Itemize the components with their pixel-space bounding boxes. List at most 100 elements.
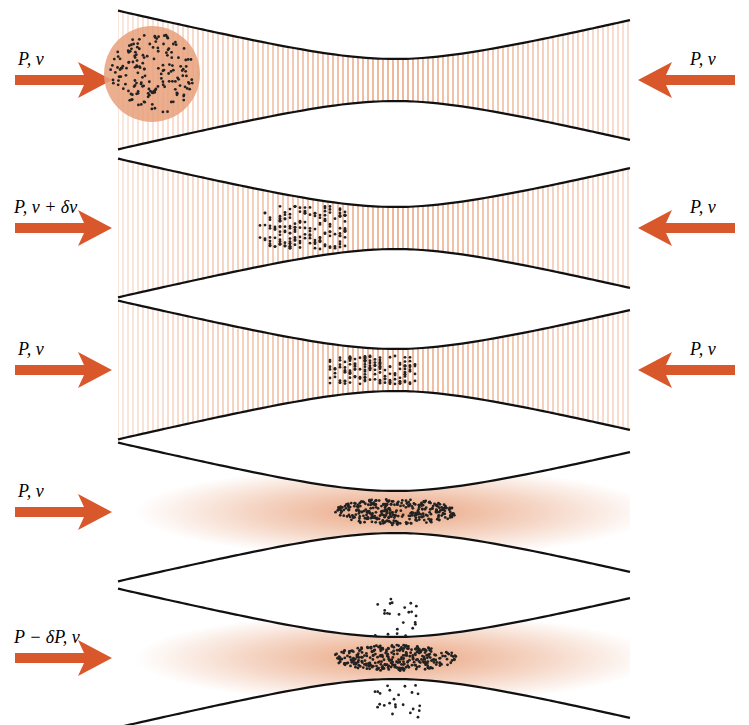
atom-dot [117, 79, 120, 82]
atom-dot [279, 243, 282, 246]
atom-dot [351, 658, 354, 661]
standing-wave-fringe [452, 0, 454, 160]
atom-dot [404, 368, 407, 371]
atom-dot [140, 103, 143, 106]
atom-dot [397, 658, 400, 661]
laser-arrow [638, 210, 735, 246]
atom-dot [168, 80, 171, 83]
standing-wave-fringe [587, 148, 589, 308]
atom-dot [319, 223, 322, 226]
standing-wave-fringe [442, 0, 444, 160]
standing-wave-fringe [282, 290, 284, 450]
atom-dot [394, 372, 397, 375]
standing-wave-fringe [382, 148, 384, 308]
atom-dot [269, 227, 272, 230]
standing-wave-fringe [327, 0, 329, 160]
atom-dot [441, 655, 444, 658]
atom-dot [376, 603, 379, 606]
atom-dot [121, 67, 124, 70]
atom-dot [314, 239, 317, 242]
atom-dot [414, 503, 417, 506]
standing-wave-fringe [282, 0, 284, 160]
atom-dot [414, 514, 417, 517]
standing-wave-fringe [557, 0, 559, 160]
atom-dot [166, 54, 169, 57]
atom-dot [434, 654, 437, 657]
atom-dot [339, 243, 342, 246]
standing-wave-fringe [202, 290, 204, 450]
standing-wave-fringe [447, 148, 449, 308]
atom-dot [409, 498, 412, 501]
standing-wave-fringe [132, 290, 134, 450]
atom-dot [399, 522, 402, 525]
atom-dot [117, 55, 120, 58]
standing-wave-fringe [297, 0, 299, 160]
standing-wave-fringe [557, 148, 559, 308]
atom-dot [374, 521, 377, 524]
atom-dot [156, 47, 159, 50]
standing-wave-fringe [562, 290, 564, 450]
standing-wave-fringe [242, 148, 244, 308]
atom-dot [364, 356, 367, 359]
atom-dot [279, 243, 282, 246]
atom-dot [339, 379, 342, 382]
atom-dot [157, 85, 160, 88]
atom-dot [369, 378, 372, 381]
atom-dot [435, 510, 438, 513]
atom-dot [339, 227, 342, 230]
atom-dot [383, 612, 386, 615]
standing-wave-fringe [452, 148, 454, 308]
standing-wave-fringe [497, 290, 499, 450]
atom-dot [374, 690, 377, 693]
atom-dot [442, 512, 445, 515]
atom-dot [364, 355, 367, 358]
atom-dot [376, 516, 379, 519]
standing-wave-fringe [207, 290, 209, 450]
atom-dot [181, 74, 184, 77]
atom-dot [344, 214, 347, 217]
atom-dot [339, 240, 342, 243]
atom-dot [170, 51, 173, 54]
atom-dot [374, 661, 377, 664]
standing-wave-fringe [417, 0, 419, 160]
standing-wave-fringe [567, 0, 569, 160]
standing-wave-fringe [237, 148, 239, 308]
atom-dot [339, 214, 342, 217]
atom-dot [418, 704, 421, 707]
atom-dot [374, 358, 377, 361]
atom-dot [383, 510, 386, 513]
atom-dot [117, 83, 120, 86]
standing-wave-fringe [157, 148, 159, 308]
atom-dot [448, 507, 451, 510]
atom-dot [294, 243, 297, 246]
atom-dot [409, 360, 412, 363]
atom-dot [409, 602, 412, 605]
standing-wave-fringe [602, 290, 604, 450]
standing-wave-fringe [217, 148, 219, 308]
atom-dot [348, 650, 351, 653]
atom-dot [437, 502, 440, 505]
atom-dot [339, 363, 342, 366]
standing-wave-fringe [247, 290, 249, 450]
standing-wave-fringe [477, 0, 479, 160]
atom-dot [170, 56, 173, 59]
atom-dot [438, 519, 441, 522]
beam-outline [118, 533, 630, 581]
atom-dot [408, 518, 411, 521]
atom-dot [396, 661, 399, 664]
atom-dot [343, 649, 346, 652]
standing-wave-fringe [517, 290, 519, 450]
atom-dot [405, 651, 408, 654]
atom-dot [410, 648, 413, 651]
atom-dot [338, 507, 341, 510]
standing-wave-fringe [292, 290, 294, 450]
atom-dot [405, 506, 408, 509]
atom-dot [314, 212, 317, 215]
atom-dot [388, 520, 391, 523]
atom-dot [349, 363, 352, 366]
atom-dot [409, 503, 412, 506]
atom-dot [381, 655, 384, 658]
atom-dot [404, 634, 407, 637]
atom-dot [392, 519, 395, 522]
atom-dot [451, 659, 454, 662]
